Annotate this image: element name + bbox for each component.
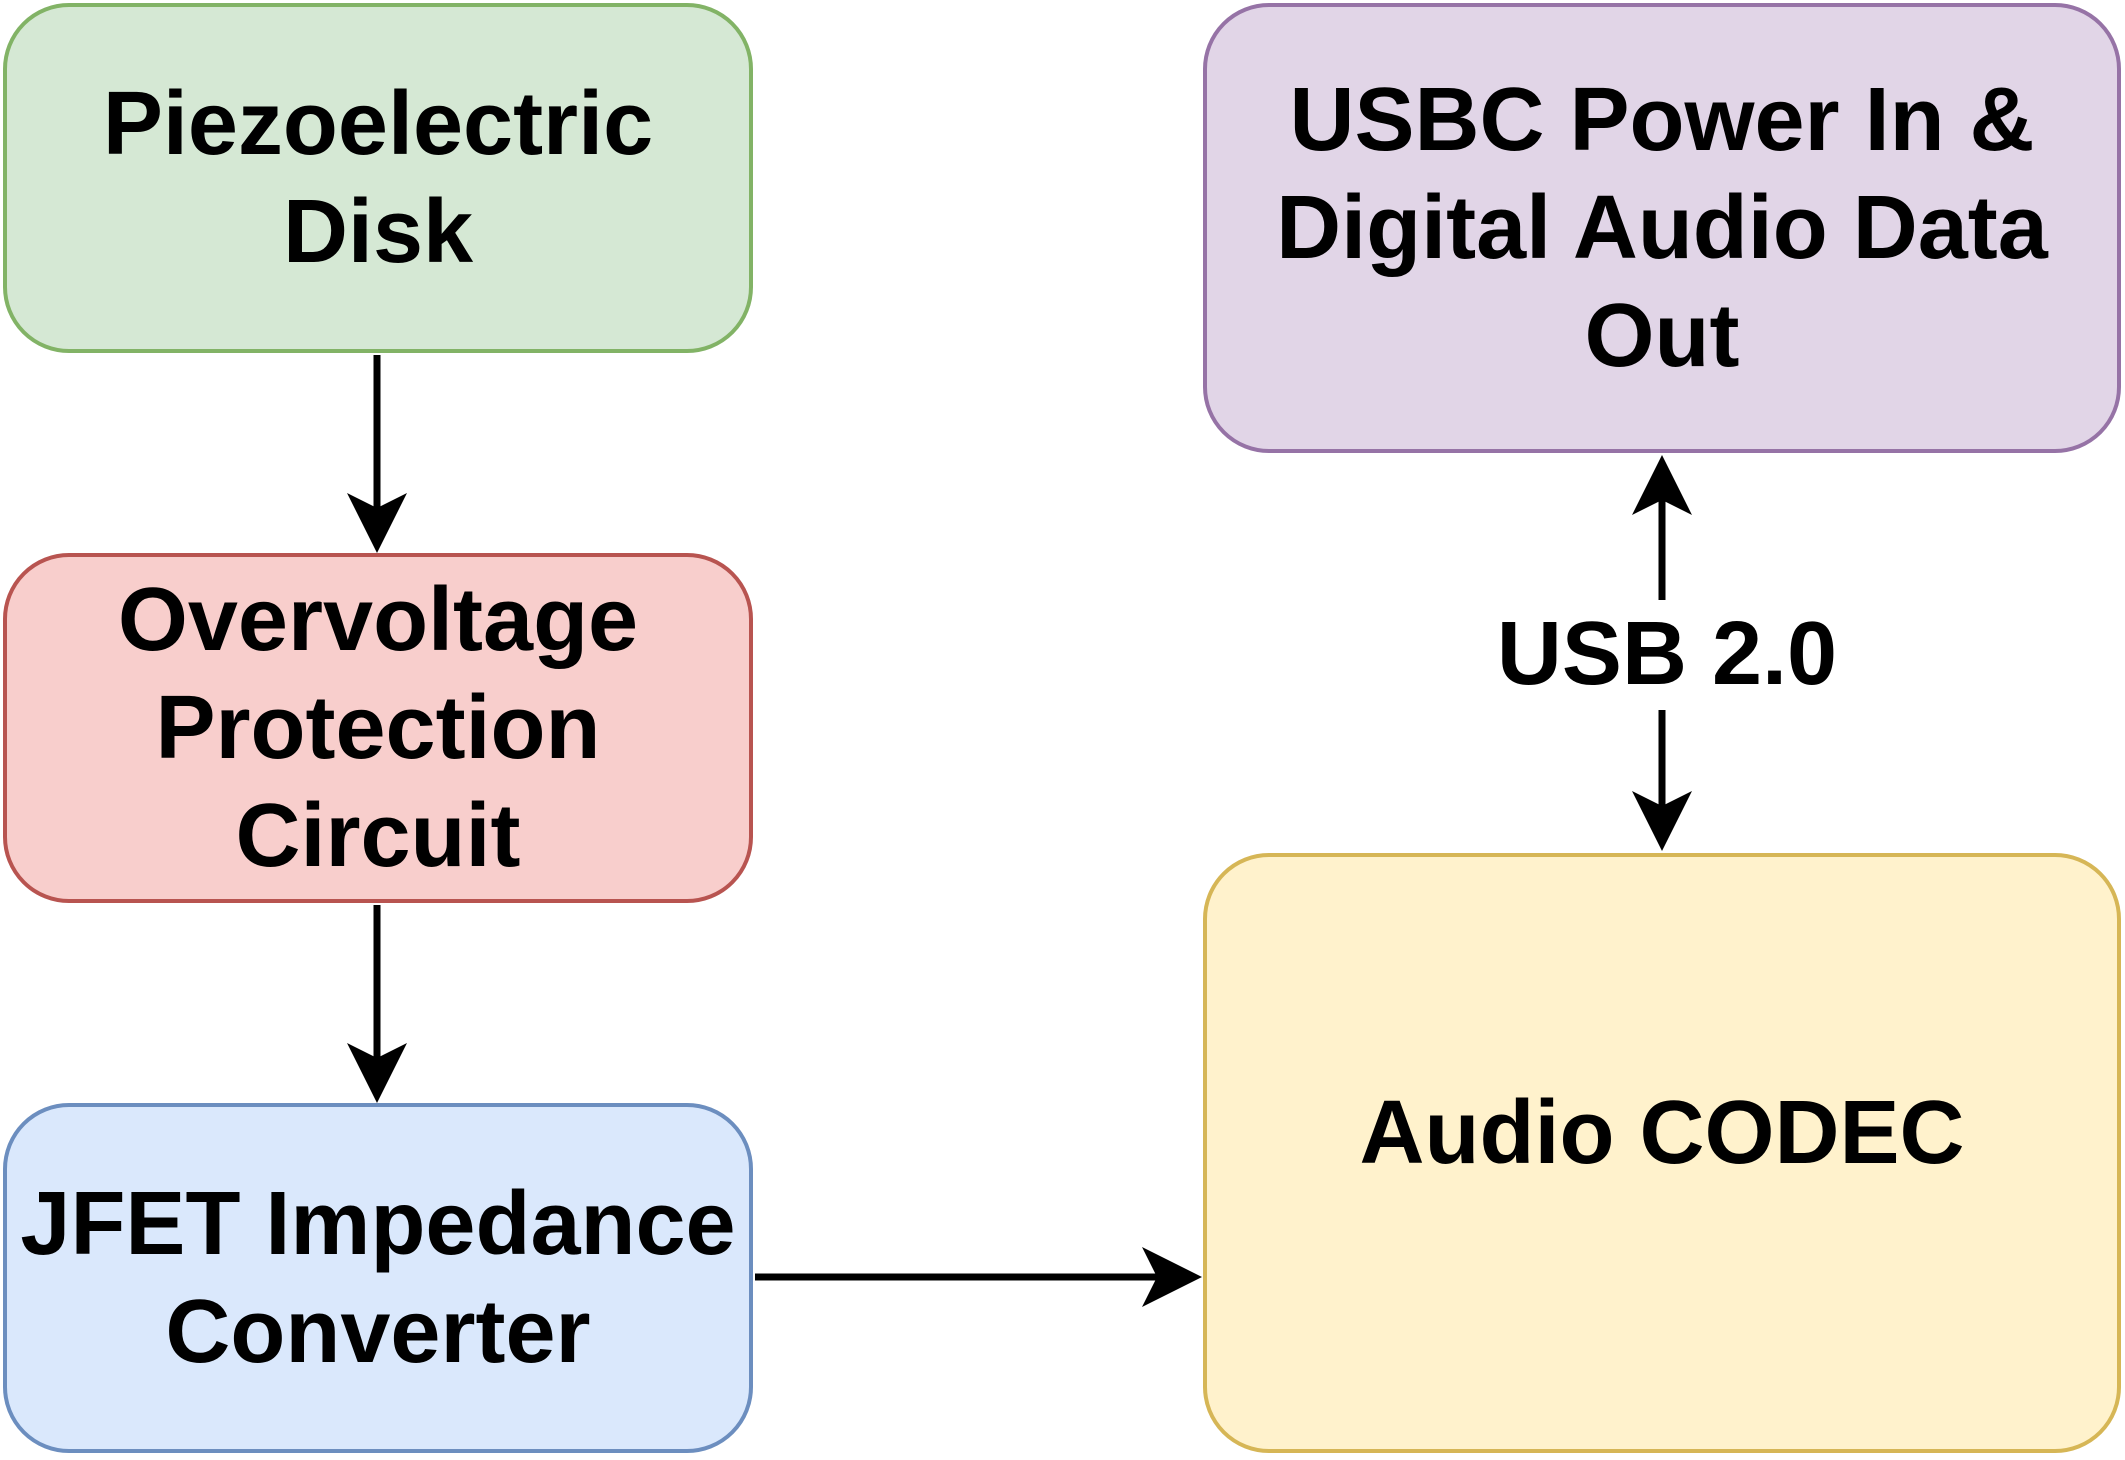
arrow-piezo-to-ovp-head [347,493,407,553]
audio-codec-label: Audio CODEC [1359,1083,1965,1183]
arrow-jfet-to-codec-head [1142,1247,1202,1307]
overvoltage-protection-block: Overvoltage Protection Circuit [3,553,753,903]
arrow-ovp-to-jfet-head [347,1043,407,1103]
usbc-power-data-block: USBC Power In & Digital Audio Data Out [1203,3,2121,453]
audio-codec-block: Audio CODEC [1203,853,2121,1453]
piezoelectric-disk-label: Piezoelectric Disk [102,74,654,282]
jfet-impedance-converter-label: JFET Impedance Converter [20,1174,736,1382]
arrow-usb-up-head [1632,455,1692,515]
piezoelectric-disk-block: Piezoelectric Disk [3,3,753,353]
overvoltage-protection-label: Overvoltage Protection Circuit [117,570,639,886]
jfet-impedance-converter-block: JFET Impedance Converter [3,1103,753,1453]
usbc-power-data-label: USBC Power In & Digital Audio Data Out [1276,70,2048,386]
usb-connection-label: USB 2.0 [1467,600,1867,708]
arrow-usb-down-head [1632,791,1692,851]
